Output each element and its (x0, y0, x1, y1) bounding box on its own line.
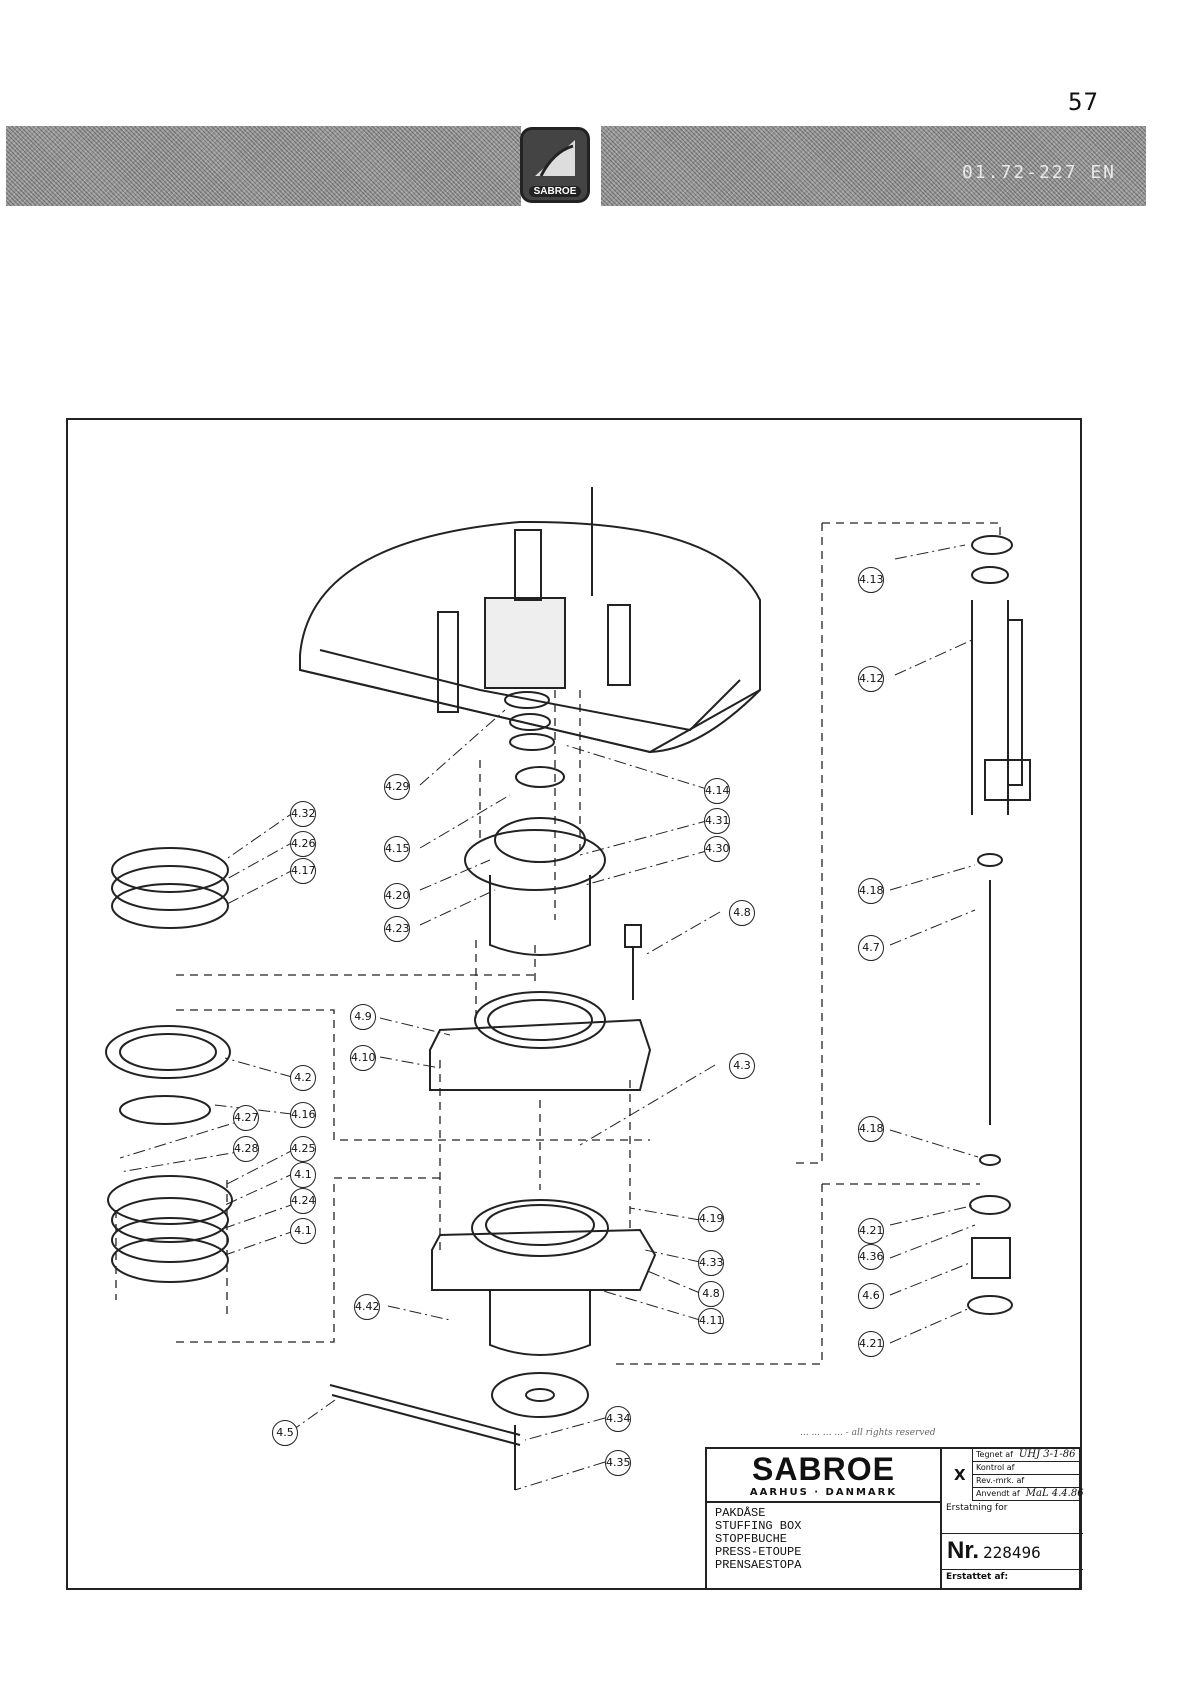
document-code: 01.72-227 EN (961, 162, 1116, 183)
callout-4-9: 4.9 (350, 1004, 376, 1030)
callout-4-6: 4.6 (858, 1283, 884, 1309)
row-checked: Kontrol af (973, 1462, 1079, 1475)
logo-text: SABROE (529, 186, 581, 197)
callout-4-12: 4.12 (858, 666, 884, 692)
callout-4-36: 4.36 (858, 1244, 884, 1270)
callout-4-23: 4.23 (384, 916, 410, 942)
drawing-titles: PAKDÅSE STUFFING BOX STOPFBUCHE PRESS-ET… (715, 1507, 801, 1572)
replaced-by: Erstattet af: (942, 1569, 1083, 1582)
row-revised: Rev.-mrk. af (973, 1475, 1079, 1488)
mark-cell (942, 1449, 973, 1501)
callout-4-42: 4.42 (354, 1294, 380, 1320)
brand-name: SABROE (752, 1451, 895, 1487)
callout-4-13: 4.13 (858, 567, 884, 593)
callout-4-18-top: 4.18 (858, 878, 884, 904)
callout-4-20: 4.20 (384, 883, 410, 909)
page-number: 57 (1068, 88, 1099, 116)
callout-4-34: 4.34 (605, 1406, 631, 1432)
callout-4-8-top: 4.8 (729, 900, 755, 926)
drawing-frame (66, 418, 1082, 1590)
callout-4-29: 4.29 (384, 774, 410, 800)
brand-location: AARHUS · DANMARK (749, 1487, 898, 1498)
callout-4-19: 4.19 (698, 1206, 724, 1232)
callout-4-7: 4.7 (858, 935, 884, 961)
callout-4-1-lower: 4.1 (290, 1218, 316, 1244)
drawing-number: Nr.228496 (947, 1537, 1041, 1564)
callout-4-5: 4.5 (272, 1420, 298, 1446)
sabroe-logo: SABROE (520, 127, 590, 203)
callout-4-1-upper: 4.1 (290, 1162, 316, 1188)
title-german: STOPFBUCHE (715, 1532, 788, 1546)
title-english: STUFFING BOX (715, 1519, 802, 1533)
callout-4-16: 4.16 (290, 1102, 316, 1128)
callout-4-8-bottom: 4.8 (698, 1281, 724, 1307)
callout-4-21-lower: 4.21 (858, 1331, 884, 1357)
callout-4-15: 4.15 (384, 836, 410, 862)
title-block: SABROE AARHUS · DANMARK PAKDÅSE STUFFING… (705, 1447, 1084, 1590)
callout-4-27: 4.27 (233, 1105, 259, 1131)
callout-4-18-lower: 4.18 (858, 1116, 884, 1142)
mark-x: X (954, 1466, 966, 1484)
drawing-number-value: 228496 (983, 1543, 1041, 1562)
title-spanish: PRENSAESTOPA (715, 1558, 802, 1572)
callout-4-30: 4.30 (704, 836, 730, 862)
copyright-note: ... ... ... ... - all rights reserved (800, 1428, 936, 1438)
callout-4-14: 4.14 (704, 778, 730, 804)
title-block-brand: SABROE AARHUS · DANMARK (707, 1449, 940, 1503)
callout-4-11: 4.11 (698, 1308, 724, 1334)
callout-4-33: 4.33 (698, 1250, 724, 1276)
callout-4-28: 4.28 (233, 1136, 259, 1162)
callout-4-31: 4.31 (704, 808, 730, 834)
callout-4-2: 4.2 (290, 1065, 316, 1091)
callout-4-3: 4.3 (729, 1053, 755, 1079)
replacement-for: Erstatning for (942, 1503, 1083, 1534)
callout-4-26: 4.26 (290, 831, 316, 857)
callout-4-24: 4.24 (290, 1188, 316, 1214)
title-block-left: SABROE AARHUS · DANMARK PAKDÅSE STUFFING… (707, 1449, 942, 1588)
callout-4-25: 4.25 (290, 1136, 316, 1162)
callout-4-10: 4.10 (350, 1045, 376, 1071)
callout-4-17: 4.17 (290, 858, 316, 884)
callout-4-21-upper: 4.21 (858, 1218, 884, 1244)
title-french: PRESS-ETOUPE (715, 1545, 802, 1559)
callout-4-35: 4.35 (605, 1450, 631, 1476)
callout-4-32: 4.32 (290, 801, 316, 827)
title-danish: PAKDÅSE (715, 1506, 766, 1520)
